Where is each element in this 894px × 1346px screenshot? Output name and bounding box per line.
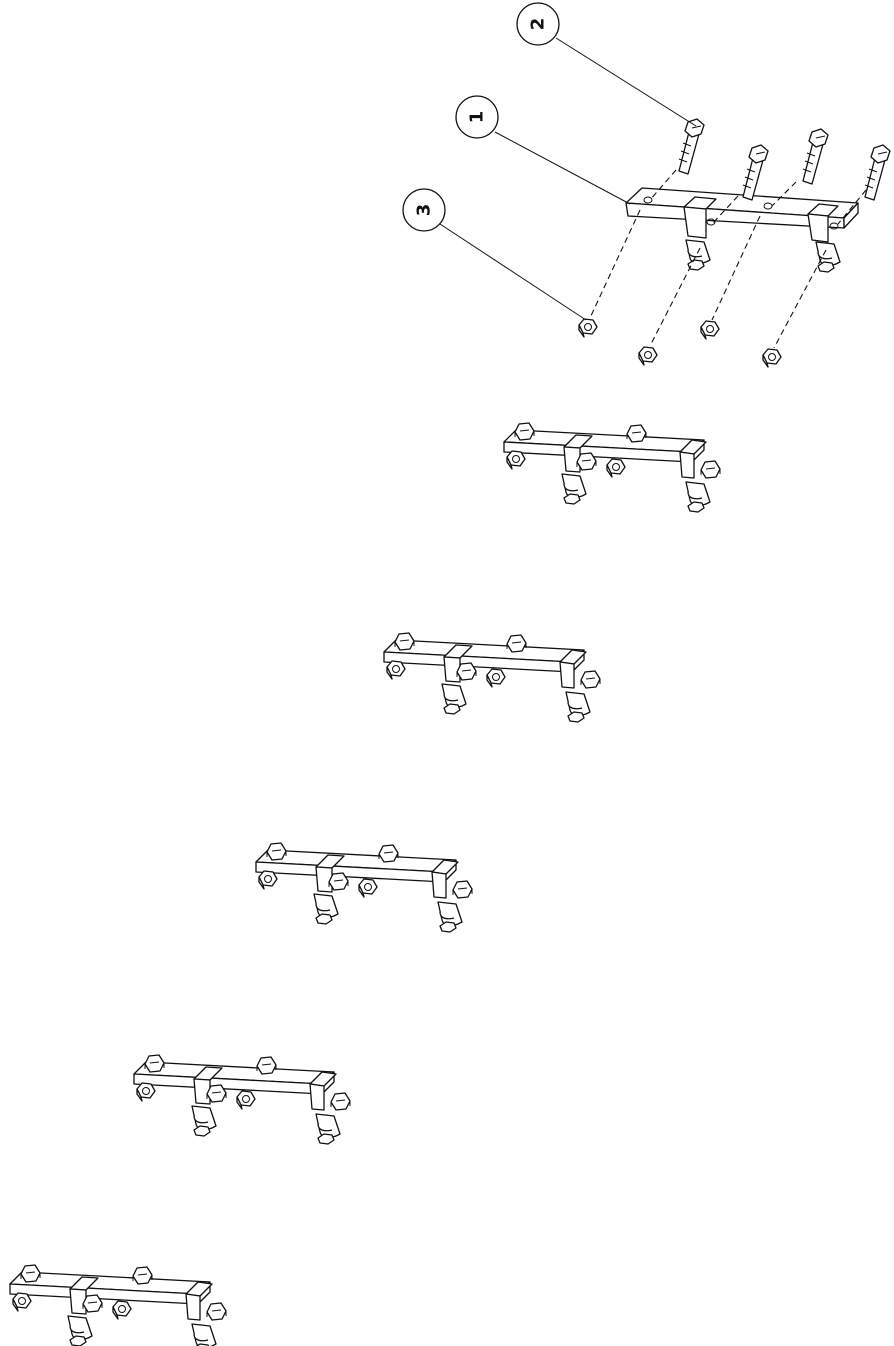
callout-2: 2	[516, 2, 560, 46]
callout-1-leader	[494, 131, 631, 205]
exploded-bolt	[742, 144, 769, 201]
exploded-bar	[625, 187, 859, 273]
exploded-bolt	[864, 144, 891, 201]
exploded-nut	[700, 320, 720, 340]
callout-3-label: 3	[414, 204, 435, 217]
exploded-nut	[578, 318, 598, 338]
callout-2-leader	[555, 37, 697, 127]
assembled-bar-4	[134, 1055, 350, 1144]
callout-1-label: 1	[467, 111, 488, 124]
exploded-nut	[638, 346, 658, 366]
exploded-bolt	[678, 118, 705, 175]
assembled-bar-2	[384, 633, 600, 722]
callout-1: 1	[455, 95, 499, 139]
assembled-bar-1	[504, 423, 720, 512]
exploded-nut	[762, 348, 782, 368]
exploded-view: 2 1 3	[402, 2, 891, 368]
assembled-bar-3	[256, 843, 472, 932]
assembled-bar-5	[10, 1265, 226, 1346]
callout-2-label: 2	[528, 18, 549, 31]
callout-3-leader	[439, 223, 587, 321]
exploded-bolt	[802, 128, 829, 185]
callout-3: 3	[402, 188, 446, 232]
